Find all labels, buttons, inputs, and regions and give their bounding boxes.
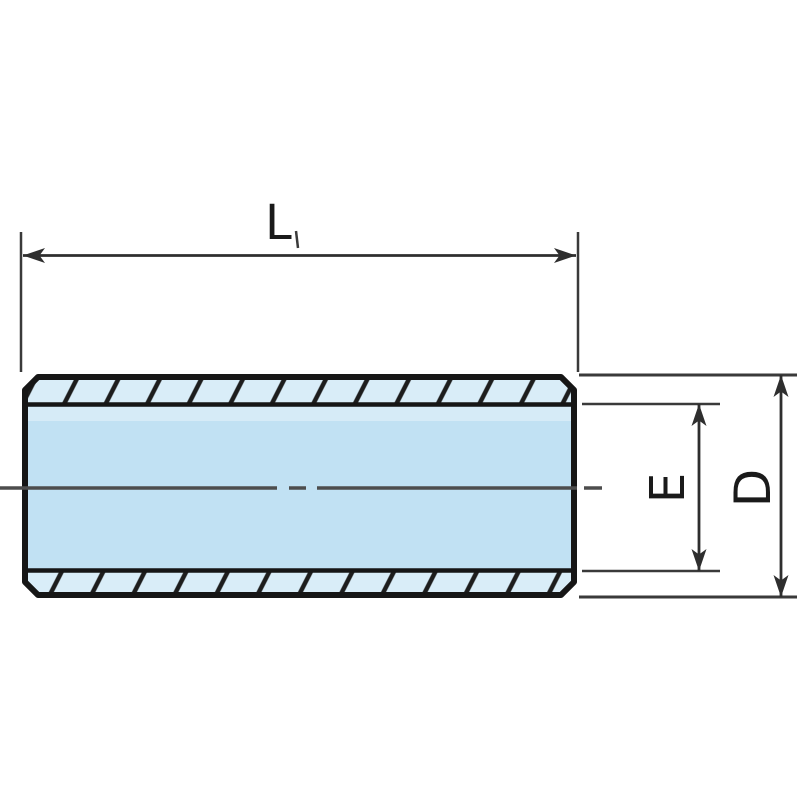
part-cross-section <box>25 377 574 595</box>
bore-diameter-label: E <box>640 473 696 503</box>
bore-diameter-dimension: E <box>582 402 720 573</box>
length-dimension: L <box>19 195 580 372</box>
length-label-tick <box>294 230 300 249</box>
length-label: L <box>265 195 292 251</box>
part-outline <box>22 374 577 598</box>
outer-diameter-dimension: D <box>579 373 797 599</box>
outer-diameter-label: D <box>724 469 782 508</box>
bore-highlight <box>25 407 574 421</box>
upper-wall-hatch <box>25 377 574 406</box>
